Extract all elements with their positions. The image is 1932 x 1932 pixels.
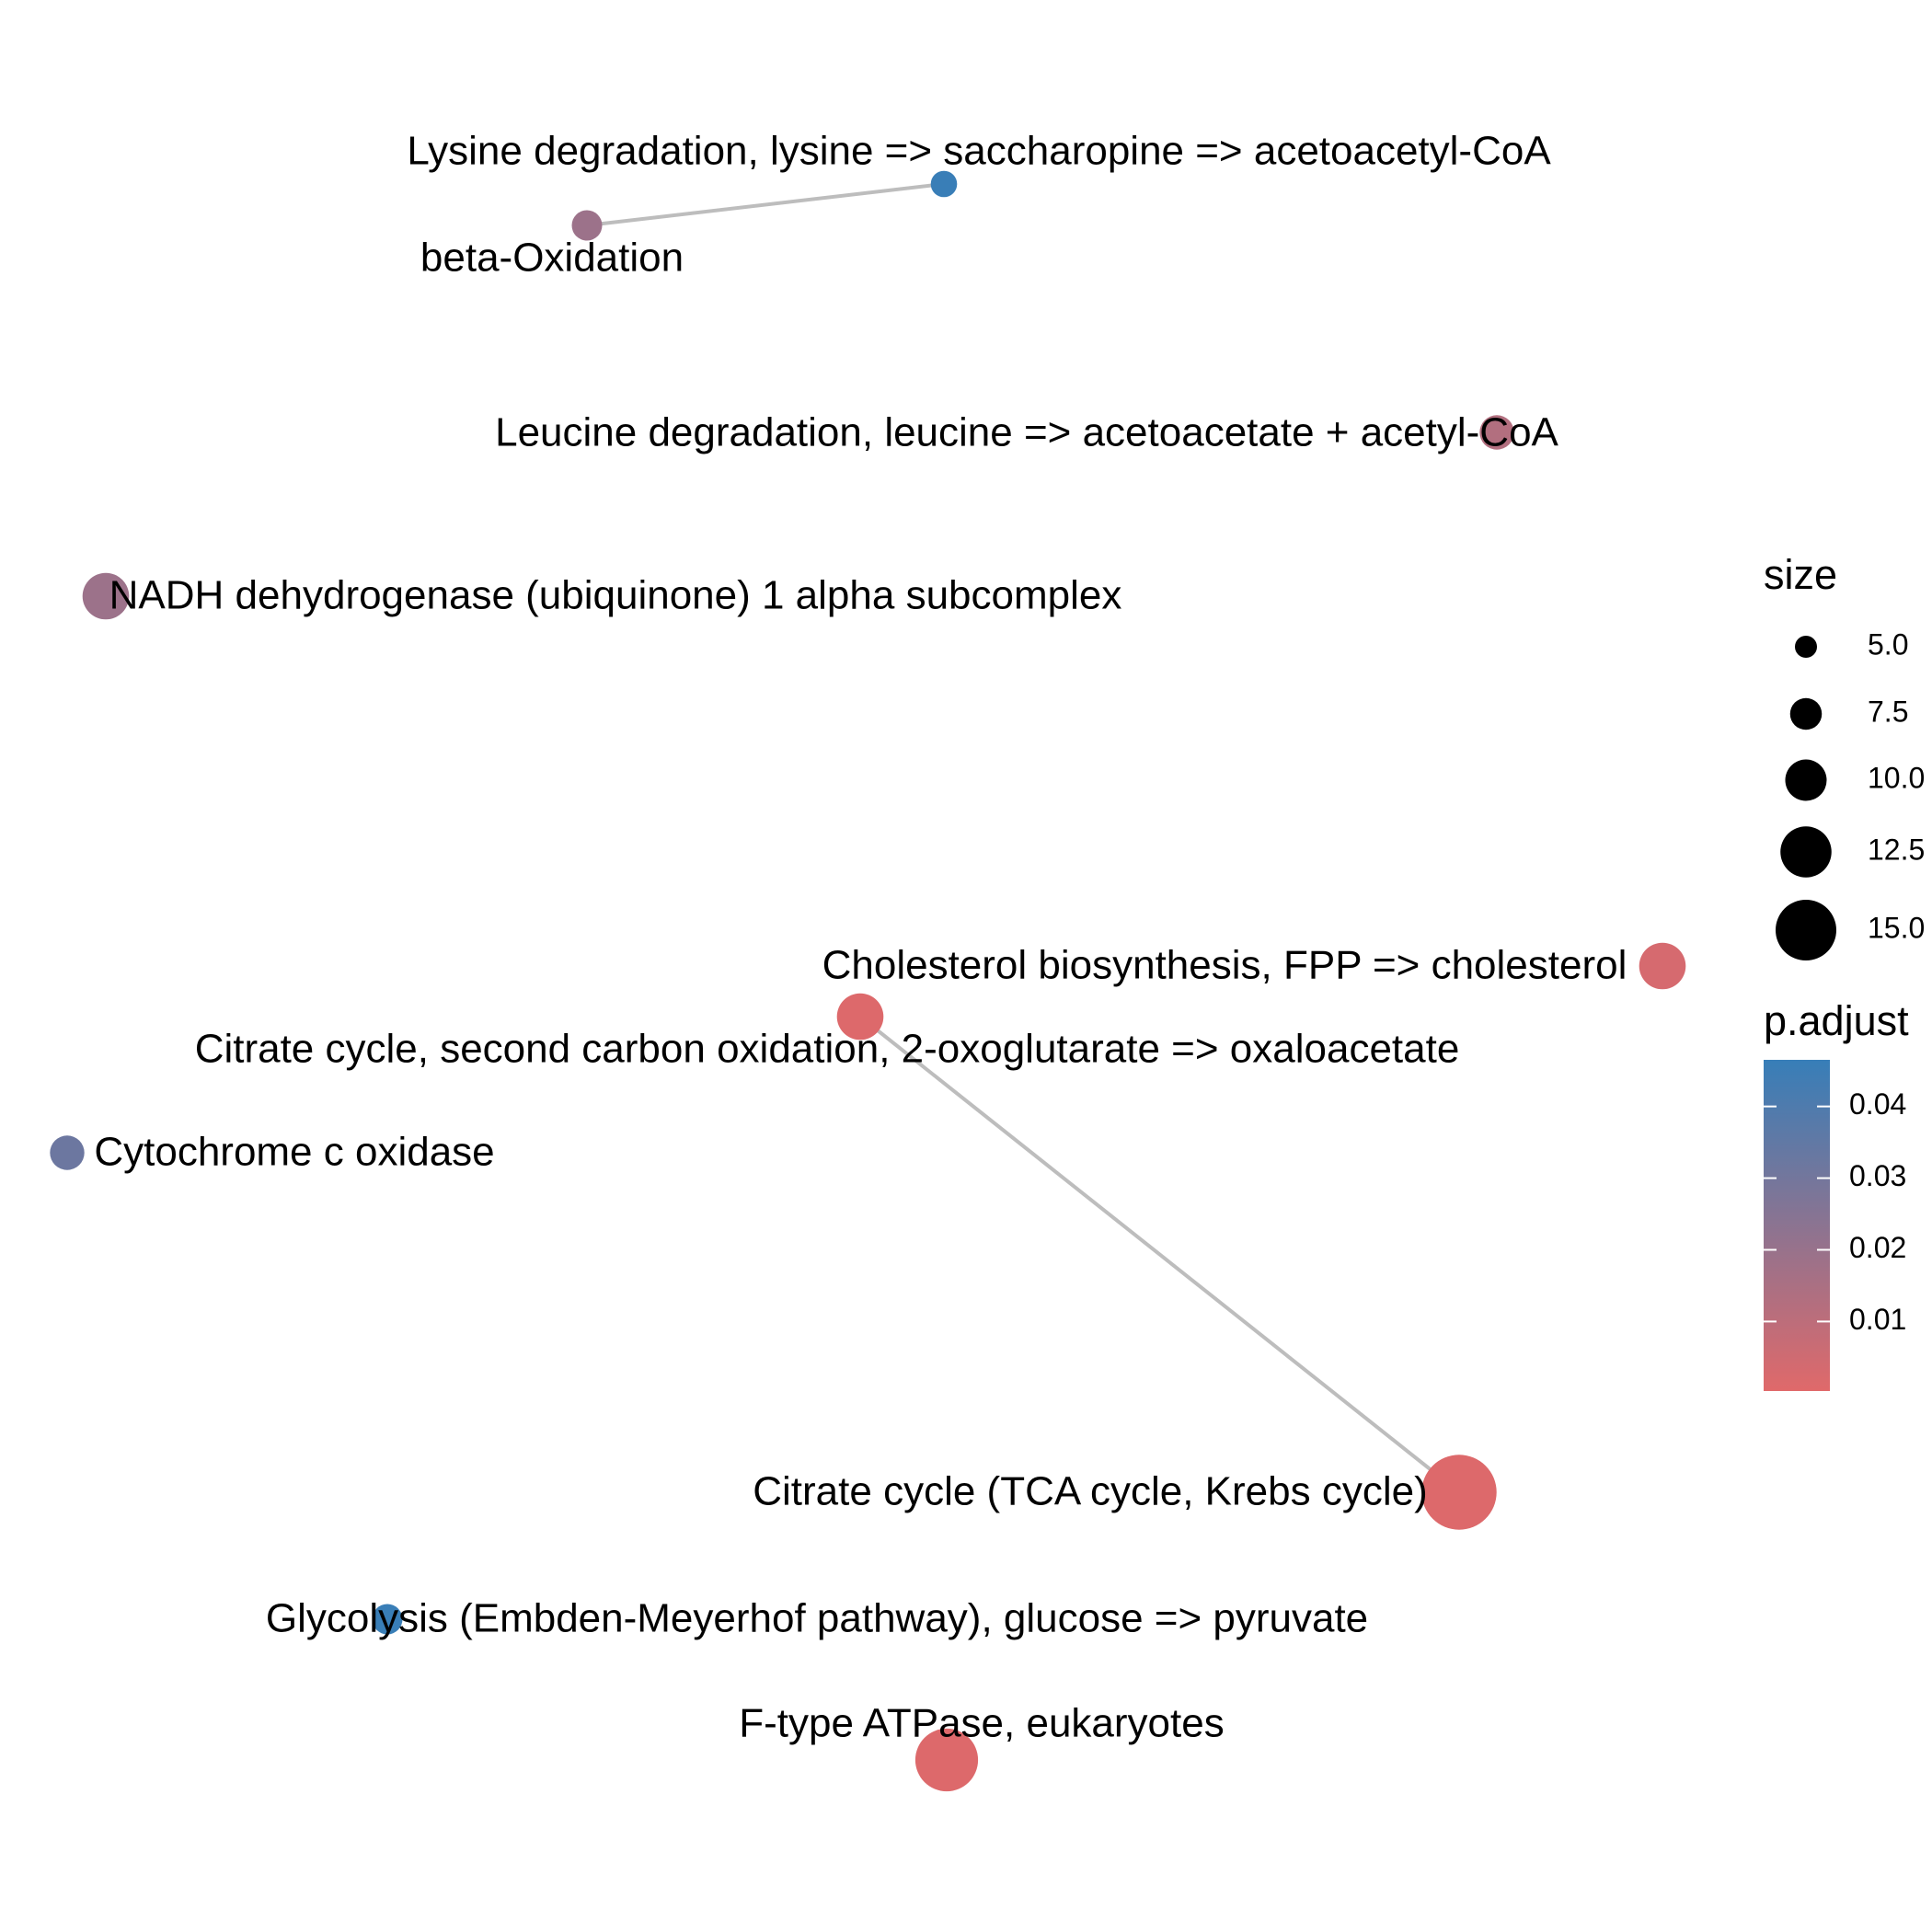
size-key-label: 10.0	[1868, 761, 1925, 794]
edge-citrate2-tca	[858, 1015, 1461, 1494]
node-lysine	[930, 170, 958, 198]
node-beta	[571, 210, 603, 241]
node-glyco	[372, 1604, 403, 1635]
node-chol	[1639, 942, 1686, 990]
node-label-lysine: Lysine degradation, lysine => saccharopi…	[407, 129, 1551, 174]
color-legend-title: p.adjust	[1764, 997, 1909, 1044]
size-key-label: 12.5	[1868, 833, 1925, 866]
size-legend-keys: 5.0 7.5 10.0 12.5 15.0	[1776, 627, 1925, 960]
color-legend-bar	[1764, 1060, 1830, 1391]
size-key-7.5	[1789, 697, 1823, 730]
size-legend-title: size	[1764, 551, 1837, 598]
size-key-label: 5.0	[1868, 627, 1908, 661]
node-layer	[50, 170, 1686, 1792]
size-key-12.5	[1780, 826, 1832, 878]
size-key-label: 15.0	[1868, 911, 1925, 944]
size-key-label: 7.5	[1868, 695, 1908, 728]
node-label-chol: Cholesterol biosynthesis, FPP => cholest…	[822, 943, 1627, 988]
node-atp	[914, 1728, 979, 1792]
node-label-tca: Citrate cycle (TCA cycle, Krebs cycle)	[753, 1469, 1428, 1514]
size-key-15.0	[1776, 900, 1836, 960]
edge-beta-lysine	[586, 182, 945, 227]
size-key-5.0	[1795, 636, 1817, 658]
node-label-glyco: Glycolysis (Embden-Meyerhof pathway), gl…	[266, 1596, 1368, 1641]
color-tick-label: 0.01	[1849, 1303, 1906, 1336]
node-label-beta: beta-Oxidation	[420, 236, 684, 281]
node-leucine	[1479, 415, 1514, 450]
node-label-leucine: Leucine degradation, leucine => acetoace…	[495, 410, 1558, 455]
node-label-cyto: Cytochrome c oxidase	[94, 1130, 494, 1175]
size-key-10.0	[1785, 759, 1827, 801]
node-tca	[1421, 1455, 1497, 1530]
node-nadh	[82, 572, 130, 620]
edge-layer	[586, 182, 1461, 1494]
color-tick-label: 0.02	[1849, 1231, 1906, 1264]
legend: size 5.07.510.012.515.0 p.adjust 0.040.0…	[1764, 551, 1925, 1391]
node-label-nadh: NADH dehydrogenase (ubiquinone) 1 alpha …	[109, 573, 1122, 618]
label-layer: Lysine degradation, lysine => saccharopi…	[94, 129, 1627, 1746]
color-legend-ticks: 0.04 0.03 0.02 0.01	[1764, 1087, 1906, 1336]
node-label-citrate2: Citrate cycle, second carbon oxidation, …	[195, 1027, 1460, 1072]
node-cyto	[50, 1135, 85, 1170]
color-tick-label: 0.04	[1849, 1087, 1906, 1121]
node-label-atp: F-type ATPase, eukaryotes	[739, 1701, 1224, 1746]
color-tick-label: 0.03	[1849, 1159, 1906, 1192]
node-citrate2	[836, 993, 884, 1041]
